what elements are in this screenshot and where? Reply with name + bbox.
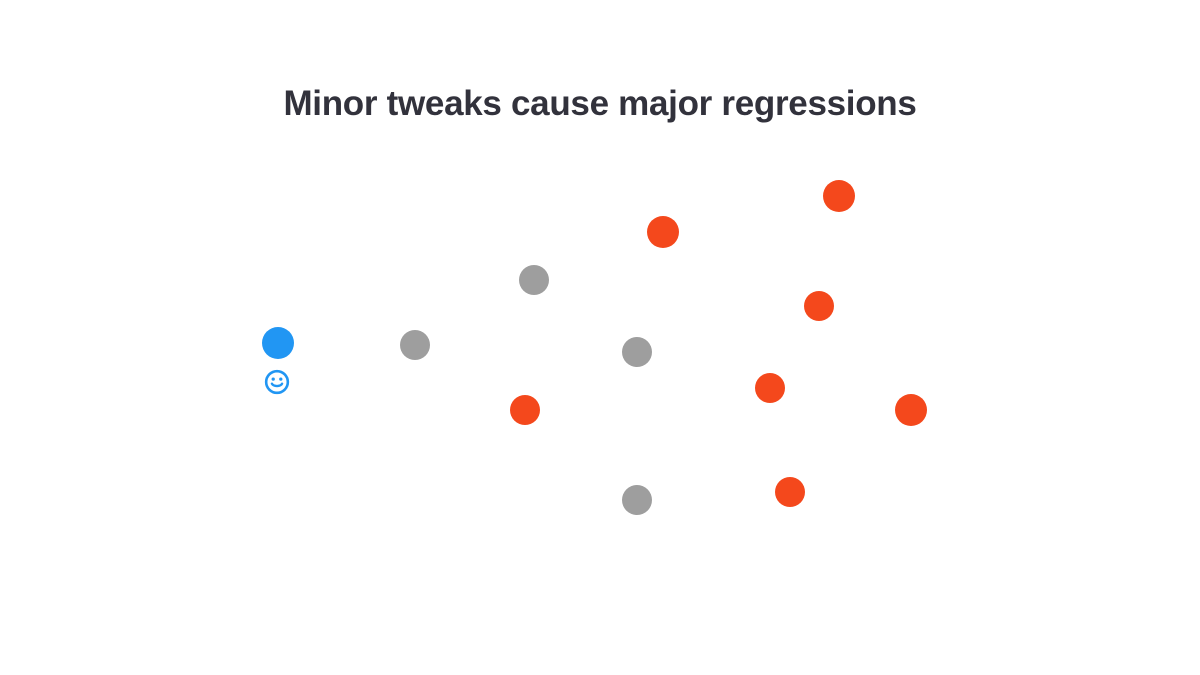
slide-title: Minor tweaks cause major regressions — [283, 84, 917, 123]
smiley-face-icon — [264, 369, 290, 395]
gray-dot — [400, 330, 430, 360]
red-dot — [755, 373, 785, 403]
red-dot — [510, 395, 540, 425]
red-dot — [775, 477, 805, 507]
red-dot — [823, 180, 855, 212]
gray-dot — [622, 485, 652, 515]
red-dot — [647, 216, 679, 248]
blue-dot — [262, 327, 294, 359]
gray-dot — [519, 265, 549, 295]
red-dot — [895, 394, 927, 426]
gray-dot — [622, 337, 652, 367]
red-dot — [804, 291, 834, 321]
